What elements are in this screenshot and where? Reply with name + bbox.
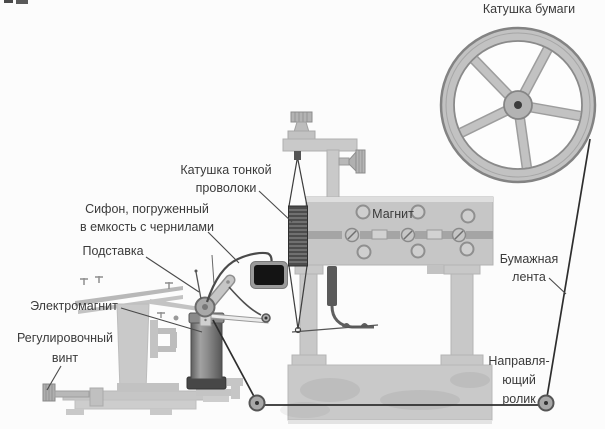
paper-tape-label: Бумажная лента xyxy=(496,250,562,286)
pillar-left xyxy=(291,264,327,368)
electromagnet-label-text: Электромагнит xyxy=(30,299,118,313)
siphon-label-line2: в емкость с чернилами xyxy=(79,220,215,234)
magnet-label-text: Магнит xyxy=(372,207,414,221)
guide-roller-right xyxy=(537,394,555,412)
electromagnet-label: Электромагнит xyxy=(26,298,122,315)
electromagnet-cylinder xyxy=(186,312,243,402)
pen-lever xyxy=(291,266,379,334)
guide-roller-label-line1: Направля- xyxy=(488,354,550,368)
siphon-label-line1: Сифон, погруженный xyxy=(85,202,209,216)
paper-tape-label-line2: лента xyxy=(512,270,546,284)
guide-roller-label-line3: ролик xyxy=(502,392,536,406)
top-clamp-assembly xyxy=(282,111,366,199)
thin-wire-coil xyxy=(288,159,308,330)
guide-roller-label: Направля- ющий ролик xyxy=(486,352,552,409)
base-platform xyxy=(280,364,493,424)
adjusting-screw-label-line2: винт xyxy=(51,351,79,365)
paper-reel xyxy=(439,26,597,184)
pointer-needle xyxy=(195,271,202,300)
pillar-right xyxy=(440,264,484,368)
guide-roller-label-line2: ющий xyxy=(502,373,536,387)
thin-wire-coil-label-line1: Катушка тонкой xyxy=(180,163,272,177)
adjusting-screw-label: Регулировочный винт xyxy=(14,328,116,368)
bolt-heads xyxy=(355,204,476,260)
magnet-block xyxy=(305,196,494,274)
siphon-assembly xyxy=(194,251,288,327)
adjusting-screw-label-line1: Регулировочный xyxy=(16,331,113,345)
siphon-label: Сифон, погруженный в емкость с чернилами xyxy=(72,200,222,236)
suspension-strings xyxy=(288,159,308,330)
stand-label: Подставка xyxy=(80,243,146,260)
stand-label-text: Подставка xyxy=(82,244,144,258)
adjusting-screw-assembly xyxy=(42,383,90,402)
paper-tape-line xyxy=(212,138,591,406)
print-artifact xyxy=(4,0,28,4)
signal-wire xyxy=(228,286,262,316)
magnet-label: Магнит xyxy=(357,206,429,223)
paper-reel-label-text: Катушка бумаги xyxy=(482,2,576,16)
screw-heads xyxy=(344,227,467,243)
siphon-tube xyxy=(205,251,273,303)
paper-reel-label: Катушка бумаги xyxy=(449,1,605,18)
guide-roller-left xyxy=(248,394,266,412)
leader-lines xyxy=(46,190,567,391)
paper-tape-label-line1: Бумажная xyxy=(499,252,559,266)
stand-frame xyxy=(62,276,213,415)
thin-wire-coil-label-line2: проволоки xyxy=(195,181,257,195)
thin-wire-coil-label: Катушка тонкой проволоки xyxy=(160,161,292,197)
